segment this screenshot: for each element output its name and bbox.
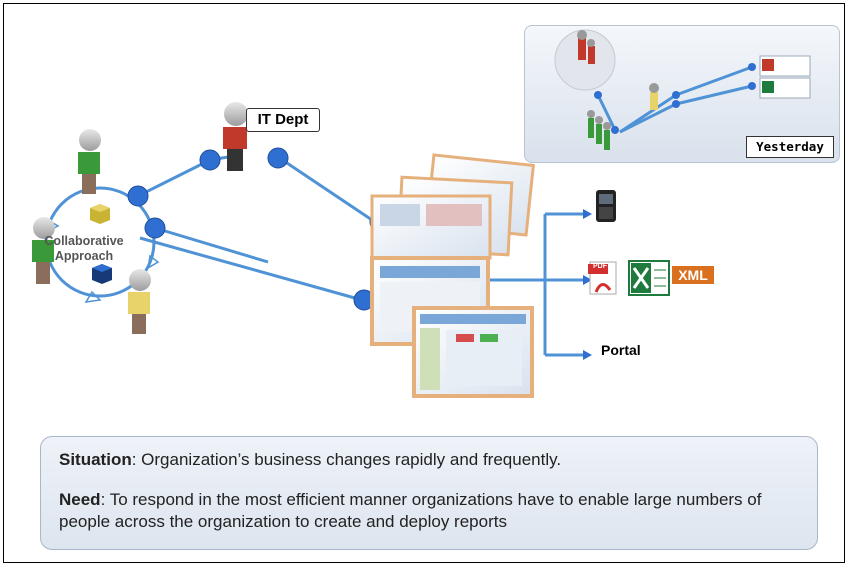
mobile-phone-icon bbox=[596, 190, 616, 222]
yesterday-docs bbox=[759, 55, 811, 99]
person-left-green bbox=[32, 217, 55, 284]
situation-label: Situation bbox=[59, 450, 132, 469]
nodes bbox=[127, 147, 391, 311]
report-stack-top bbox=[370, 153, 536, 260]
xml-label: XML bbox=[672, 266, 714, 284]
need-label: Need bbox=[59, 490, 101, 509]
collab-line-1: Collaborative bbox=[44, 234, 124, 248]
yesterday-diagram bbox=[554, 29, 811, 150]
collab-line-2: Approach bbox=[54, 249, 114, 263]
situation-need-box: Situation: Organization’s business chang… bbox=[40, 436, 818, 550]
yesterday-label: Yesterday bbox=[746, 136, 834, 158]
report-stack-bottom bbox=[370, 256, 534, 398]
person-it-dept bbox=[223, 102, 248, 171]
pdf-icon bbox=[588, 261, 617, 295]
person-top-green bbox=[78, 129, 101, 194]
situation-text: : Organization’s business changes rapidl… bbox=[131, 450, 562, 469]
need-text: : To respond in the most efficient manne… bbox=[59, 490, 762, 531]
excel-icon bbox=[628, 260, 670, 296]
yesterday-people-group bbox=[587, 83, 659, 150]
arrowheads bbox=[583, 209, 592, 360]
yesterday-person-icon bbox=[578, 38, 586, 60]
it-dept-label: IT Dept bbox=[246, 108, 320, 132]
cube-icon-yellow bbox=[90, 204, 110, 224]
collaborative-approach-label: Collaborative Approach bbox=[24, 234, 144, 264]
portal-label: Portal bbox=[601, 342, 641, 358]
pdf-label: PDF bbox=[593, 263, 607, 270]
person-bottom-yellow bbox=[128, 269, 151, 334]
yesterday-links bbox=[596, 65, 753, 134]
pdf-mini-icon bbox=[762, 59, 774, 71]
excel-mini-icon bbox=[762, 81, 774, 93]
yesterday-nodes bbox=[594, 63, 756, 134]
cube-icon-blue bbox=[92, 264, 112, 284]
need-paragraph: Need: To respond in the most efficient m… bbox=[59, 489, 799, 533]
situation-paragraph: Situation: Organization’s business chang… bbox=[59, 449, 799, 471]
connection-lines bbox=[137, 153, 583, 357]
